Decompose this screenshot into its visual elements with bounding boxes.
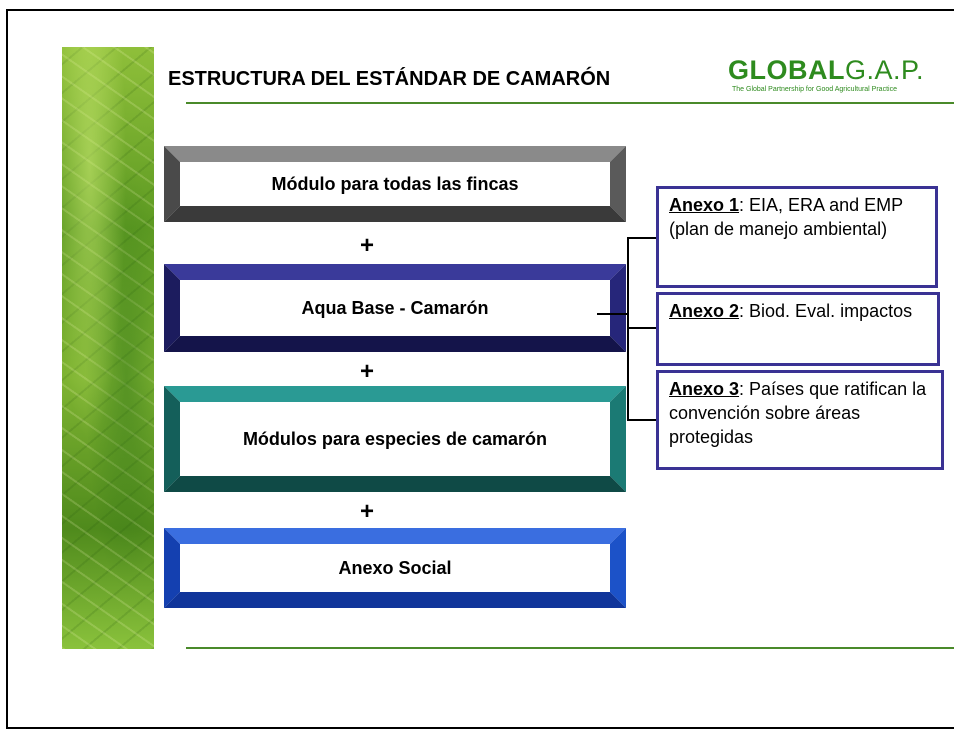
- module-label: Anexo Social: [180, 544, 610, 592]
- annex-text: : EIA, ERA and EMP (plan de manejo ambie…: [669, 195, 903, 239]
- logo-light-text: G.A.P.: [845, 55, 925, 85]
- slide-title: ESTRUCTURA DEL ESTÁNDAR DE CAMARÓN: [168, 68, 611, 90]
- connector-line: [627, 419, 657, 421]
- connector-line: [597, 313, 629, 315]
- plus-sign: +: [360, 232, 375, 259]
- plus-sign: +: [360, 498, 375, 525]
- module-box-aqua-base: Aqua Base - Camarón: [164, 264, 626, 352]
- annex-label: Anexo 3: [669, 379, 740, 399]
- bottom-divider: [186, 647, 954, 649]
- plus-sign: +: [360, 358, 375, 385]
- logo-bold-text: GLOBAL: [728, 55, 845, 85]
- title-divider: [186, 102, 954, 104]
- connector-line: [627, 327, 657, 329]
- logo-tagline: The Global Partnership for Good Agricult…: [732, 86, 897, 93]
- annex-box-2: Anexo 2: Biod. Eval. impactos: [656, 292, 940, 366]
- module-label: Módulos para especies de camarón: [180, 402, 610, 476]
- annex-label: Anexo 1: [669, 195, 740, 215]
- module-label: Aqua Base - Camarón: [180, 280, 610, 336]
- module-box-species: Módulos para especies de camarón: [164, 386, 626, 492]
- leaf-image: [62, 47, 154, 649]
- annex-box-1: Anexo 1: EIA, ERA and EMP (plan de manej…: [656, 186, 938, 288]
- annex-box-3: Anexo 3: Países que ratifican la convenc…: [656, 370, 944, 470]
- annex-text: : Biod. Eval. impactos: [739, 301, 913, 321]
- connector-line: [627, 237, 629, 421]
- annex-label: Anexo 2: [669, 301, 740, 321]
- module-box-social: Anexo Social: [164, 528, 626, 608]
- annex-text: : Países que ratifican la convención sob…: [669, 379, 927, 447]
- globalgap-logo: GLOBALG.A.P. The Global Partnership for …: [728, 56, 954, 93]
- connector-line: [627, 237, 657, 239]
- module-box-all-farms: Módulo para todas las fincas: [164, 146, 626, 222]
- module-label: Módulo para todas las fincas: [180, 162, 610, 206]
